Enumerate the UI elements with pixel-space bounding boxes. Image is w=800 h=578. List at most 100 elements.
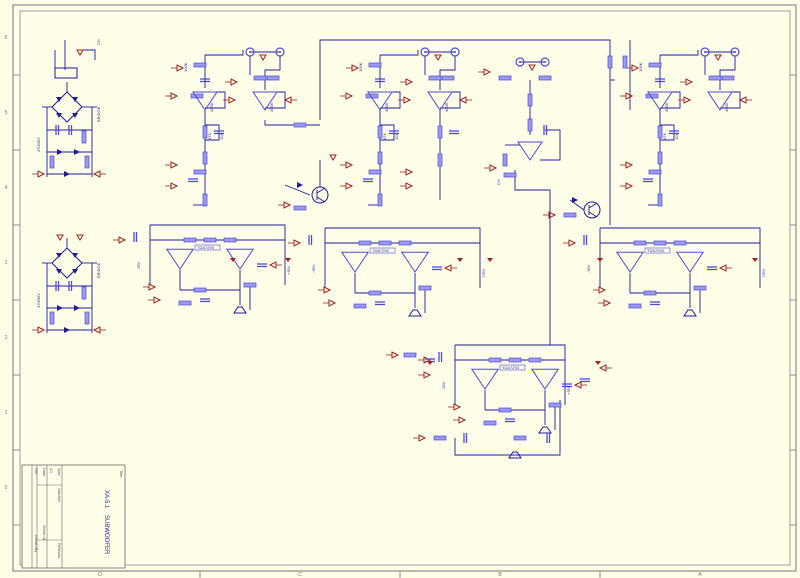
ground-icon [405,168,414,176]
supply-port-icon [457,258,463,262]
ground-icon [625,161,634,169]
opamp [400,251,430,273]
zone-column-label: A [698,572,702,578]
resistor [377,125,383,139]
ground-icon [685,78,694,86]
resistor [527,118,533,132]
resistor [673,240,687,246]
ground-icon [405,78,414,86]
transistor [583,201,601,219]
rca-jack-icon [420,47,430,57]
wire [514,170,551,345]
ground-icon [458,96,467,104]
ground-icon [170,92,179,100]
component-label: +35V [761,268,766,278]
resistor [418,285,432,291]
diode [72,269,78,274]
sheet-border [12,4,797,572]
zone-row-label: 5 [5,110,8,116]
component-label: 47K [207,133,212,140]
component-label: 4558 [384,102,389,112]
diode [57,305,63,311]
diode [57,149,63,155]
resistor [193,169,207,175]
resistor [183,237,197,243]
opamp [517,141,543,161]
opamp [427,91,453,111]
component-label: TDA7293 [372,248,390,253]
resistor [657,125,663,139]
resistor [293,122,307,128]
component-label: +35V [481,268,486,278]
speaker-icon [538,426,552,434]
resistor [353,303,367,309]
wire [588,202,598,209]
resistor [368,290,382,296]
resistor [622,55,628,69]
component-label: +35V [566,385,571,395]
speaker-icon [408,309,422,317]
diode [64,171,70,177]
component-label: 104 [219,133,224,140]
resistor [368,62,382,68]
ground-icon [118,236,127,244]
ground-icon [598,364,607,372]
rca-jack-icon [730,47,740,57]
rca-jack-icon [540,57,550,67]
resistor [49,311,55,325]
supply-port-icon [285,258,291,262]
zone-column-label: D [98,572,102,578]
ground-icon [323,286,332,294]
ground-icon [228,96,237,104]
opamp [192,91,218,111]
ground-icon [76,49,84,56]
wire [264,56,281,90]
rca-jack-icon [700,47,710,57]
resistor [202,193,208,207]
rca-jack-icon [249,51,251,53]
ground-icon [483,68,492,76]
wire [660,50,699,56]
wire [719,56,736,90]
opamp [647,91,673,111]
ground-icon [573,381,582,389]
component-label: -35V [586,264,591,273]
ground-icon [683,96,692,104]
supply-port-icon [230,258,236,262]
component-label: 47K [662,133,667,140]
rca-jack-icon [704,51,706,53]
component-label: 4558 [664,102,669,112]
resistor [441,75,455,81]
resistor [193,62,207,68]
ground-icon [37,170,46,178]
ground-icon [458,416,467,424]
wire [600,227,761,288]
wire [319,39,611,225]
wire [284,184,311,196]
diode [72,97,78,102]
ground-icon [423,371,432,379]
resistor [49,155,55,169]
wire [455,344,566,405]
resistor [548,402,562,408]
component-label: -35V [441,381,446,390]
resistor [81,130,87,144]
resistor [657,193,663,207]
bridge-rectifier [51,91,83,123]
resistor [403,352,417,358]
ground-icon [345,161,354,169]
zone-row-label: 6 [5,35,8,41]
resistor [428,75,442,81]
wire [316,196,326,203]
speaker-icon [683,309,697,317]
component-label: +35V [286,265,291,275]
wire [439,56,456,90]
component-label: 4558 [444,102,449,112]
ground-icon [293,239,302,247]
resistor [653,240,667,246]
resistor [378,240,392,246]
ground-icon [328,299,337,307]
ground-icon [268,261,277,269]
